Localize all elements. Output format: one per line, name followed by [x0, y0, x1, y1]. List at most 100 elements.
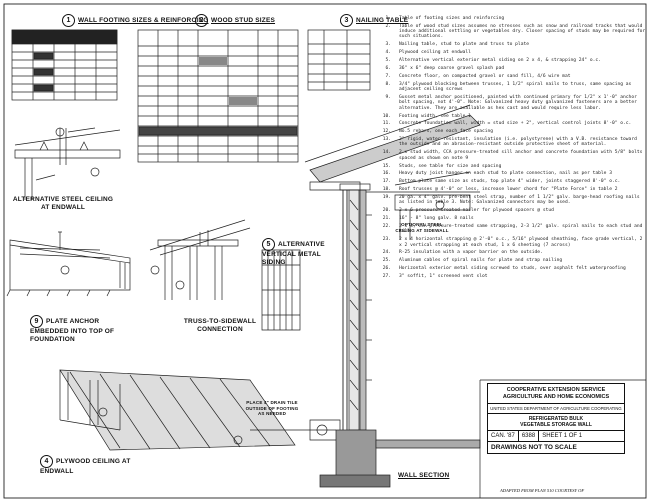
note-item: 20. 2 x 6 pressure-treated nailer for ply… — [377, 208, 647, 213]
note-item: 23. 2 x 4 horizontal strapping @ 2'-0" o.… — [377, 237, 647, 248]
drawing-number: CAN. '87 — [488, 431, 519, 441]
note-item: 21. 16" - 8" long galv. 8 nails — [377, 216, 647, 221]
note-item: 14.2 x stud width, CCA pressure-treated … — [377, 150, 647, 161]
note-number: 27. — [382, 274, 391, 280]
note-text: R-25 insulation with a vapor barrier on … — [399, 250, 543, 256]
note-number: 3. — [385, 42, 391, 48]
note-text: 3" soffit, 1" screened vent slot — [399, 274, 488, 280]
note-number: 1. — [385, 16, 391, 21]
section-number: 1 — [62, 14, 75, 27]
note-number: 20. — [382, 208, 391, 214]
note-text: 2 x 4, CCA-pressure-treated same strappi… — [399, 224, 643, 235]
note-text: 2 x 6 pressure-treated nailer for plywoo… — [399, 208, 554, 214]
wall-section — [250, 104, 481, 488]
note-item: 11.Concrete foundation wall, width = stu… — [377, 121, 647, 126]
note-item: 5. Alternative vertical exterior metal si… — [377, 58, 647, 63]
note-item: 27. 3" soffit, 1" screened vent slot — [377, 274, 647, 279]
note-text: Studs, see table for size and spacing — [399, 163, 502, 169]
note-number: 7. — [385, 73, 391, 79]
section-number: 3 — [340, 14, 353, 27]
note-item: 19. 20 ga. x 4" galv. pre-bent steel stra… — [377, 195, 647, 206]
section-number: 5 — [262, 238, 275, 251]
section-number: 9 — [30, 315, 43, 328]
dept-name: UNITED STATES DEPARTMENT OF AGRICULTURE … — [488, 404, 624, 414]
sheet-number: SHEET 1 OF 1 — [542, 433, 583, 439]
note-text: Gusset metal anchor positioned, painted … — [399, 95, 637, 111]
note-item: 24. R-25 insulation with a vapor barrier … — [377, 250, 647, 255]
note-number: 25. — [382, 258, 391, 264]
note-number: 9. — [385, 95, 391, 101]
note-number: 19. — [382, 195, 391, 201]
note-item: 7. Concrete floor, on compacted gravel or… — [377, 74, 647, 79]
note-text: No.5 rebars, one each face spacing — [399, 129, 494, 135]
note-text: 36" x 6" deep coarse gravel splash pad — [399, 66, 505, 72]
note-number: 5. — [385, 58, 391, 64]
note-item: 12. No.5 rebars, one each face spacing — [377, 129, 647, 134]
note-text: 20 ga. x 4" galv. pre-bent steel strap, … — [399, 195, 640, 206]
steel-ceiling-detail — [14, 127, 121, 200]
note-number: 22. — [382, 224, 391, 230]
note-item: 18. Roof trusses @ 4'-0" or less, increas… — [377, 187, 647, 192]
note-number: 14. — [382, 150, 391, 156]
note-item: 13. 2" rigid, water-resistant, insulation… — [377, 137, 647, 148]
note-text: Table of wood stud sizes assumes no stre… — [399, 23, 646, 40]
vertical-siding-detail — [261, 249, 301, 331]
note-item: 10. Footing width, see table 1 — [377, 114, 647, 119]
note-number: 23. — [382, 237, 391, 243]
note-text: 2" rigid, water-resistant, insulation (i… — [399, 137, 637, 148]
note-text: Roof trusses @ 4'-0" or less, increase l… — [399, 187, 618, 193]
section-number: 4 — [40, 455, 53, 468]
note-text: Concrete floor, on compacted gravel or s… — [399, 73, 571, 79]
sheet-border — [3, 3, 647, 499]
note-number: 10. — [382, 113, 391, 119]
note-text: Nailing table, stud to plate and truss t… — [399, 42, 529, 48]
note-text: Plywood ceiling at endwall — [399, 50, 471, 56]
note-number: 2. — [385, 23, 391, 29]
note-number: 8. — [385, 81, 391, 87]
note-item: 16.Heavy duty joist hanger on each stud … — [377, 171, 647, 176]
nailing-table — [307, 29, 371, 91]
plan-number: 6388 — [519, 431, 540, 441]
note-number: 24. — [382, 250, 391, 256]
adapted-note: ADAPTED FROM PLAN 510 COURTESY OF — [500, 488, 585, 493]
truss-caption: TRUSS-TO-SIDEWALL CONNECTION — [183, 318, 257, 333]
wall-section-caption: WALL SECTION — [398, 472, 450, 479]
note-text: Horizontal exterior metal siding screwed… — [399, 266, 626, 272]
note-text: Footing width, see table 1 — [399, 113, 471, 119]
org-name: COOPERATIVE EXTENSION SERVICE AGRICULTUR… — [488, 384, 624, 404]
note-text: Alternative vertical exterior metal sidi… — [399, 58, 601, 64]
note-item: 15.Studs, see table for size and spacing — [377, 164, 647, 169]
note-number: 12. — [382, 129, 391, 135]
note-number: 26. — [382, 266, 391, 272]
optional-steel-caption: OPTIONAL STEEL CEILING AT SIDEWALL — [395, 222, 449, 233]
drawing-info-row: CAN. '87 6388 SHEET 1 OF 1 — [488, 431, 624, 442]
note-text: Heavy duty joist hanger on each stud to … — [399, 171, 612, 177]
steel-ceiling-caption: ALTERNATIVE STEEL CEILING AT ENDWALL — [12, 196, 114, 211]
note-number: 18. — [382, 187, 391, 193]
note-number: 13. — [382, 137, 391, 143]
note-number: 21. — [382, 216, 391, 222]
note-item: 2. Table of wood stud sizes assumes no st… — [377, 24, 647, 40]
note-item: 17. Bottom plate same size as studs, top … — [377, 179, 647, 184]
note-item: 8.3/4" plywood blocking between trusses,… — [377, 82, 647, 93]
note-number: 6. — [385, 66, 391, 72]
note-number: 11. — [382, 121, 391, 127]
note-text: Aluminum cables of spiral nails for plat… — [399, 258, 563, 264]
optional-steel-detail — [394, 171, 471, 240]
notes-list: 1.Table of footing sizes and reinforcing… — [377, 16, 647, 282]
note-text: Bottom plate same size as studs, top pla… — [399, 179, 621, 185]
note-text: 16" - 8" long galv. 8 nails — [399, 216, 474, 222]
note-item: 3. Nailing table, stud to plate and truss… — [377, 42, 647, 47]
project-title: REFRIGERATED BULK VEGETABLE STORAGE WALL — [488, 414, 624, 431]
plate-anchor-detail — [6, 231, 131, 297]
note-text: 2 x 4 horizontal strapping @ 2'-0" o.c.,… — [399, 237, 643, 248]
section-number: 2 — [195, 14, 208, 27]
truss-connection-detail — [149, 219, 251, 300]
note-number: 17. — [382, 179, 391, 185]
